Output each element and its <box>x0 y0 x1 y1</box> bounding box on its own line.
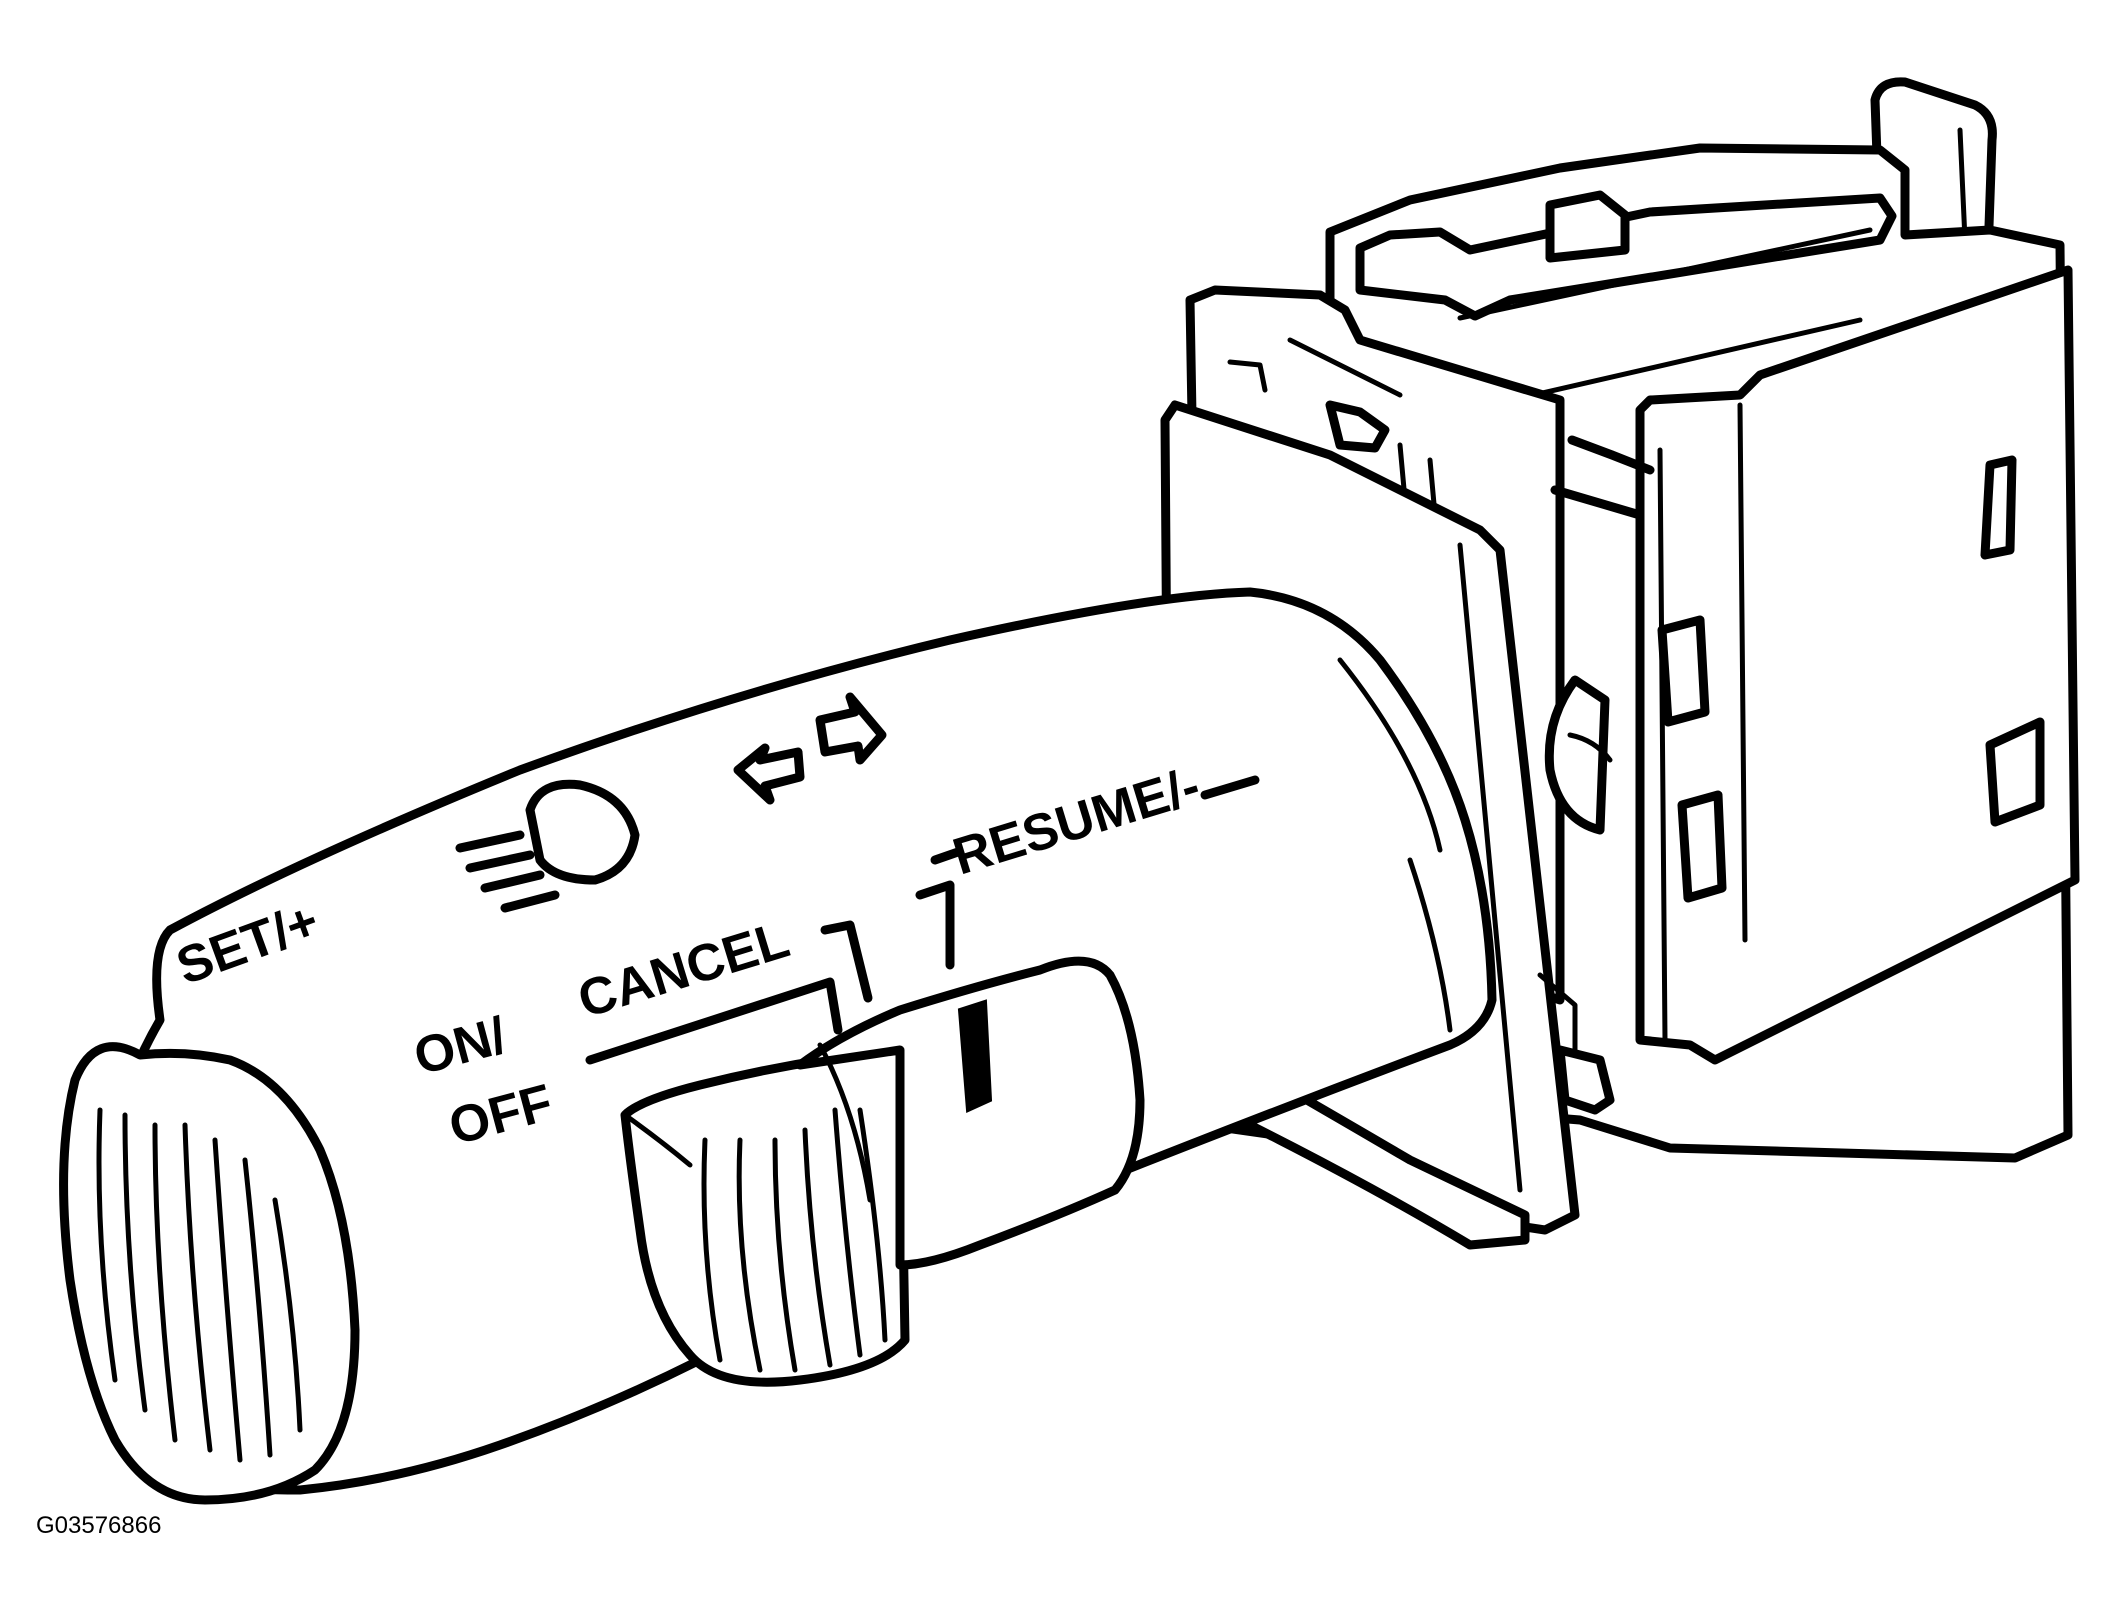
end-cap-knob[interactable] <box>59 1042 360 1505</box>
on-off-cancel-ring[interactable] <box>620 1045 910 1387</box>
headlamp-high-beam-icon <box>455 779 640 913</box>
ring-position-marks <box>585 775 1260 1065</box>
figure-id: G03576866 <box>36 1512 162 1539</box>
turn-signal-arrows-icon <box>733 692 887 805</box>
resume-collar[interactable] <box>795 956 1145 1270</box>
